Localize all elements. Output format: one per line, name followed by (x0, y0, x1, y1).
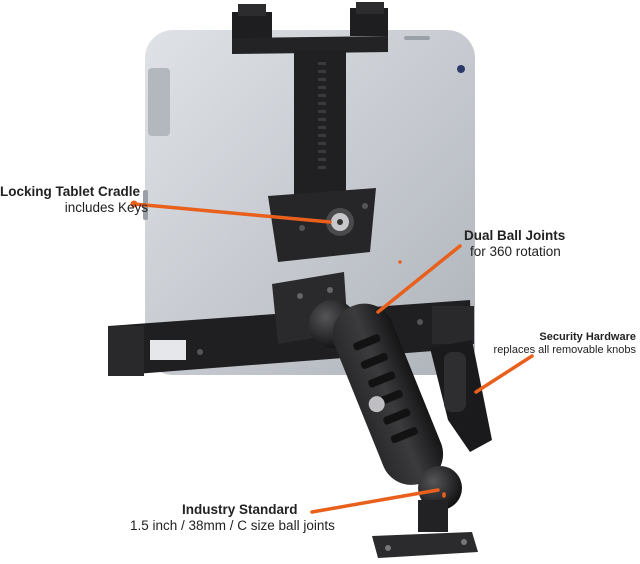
camera-lens (457, 65, 465, 73)
callout-locking-cradle: Locking Tablet Cradle includes Keys (0, 184, 148, 216)
base-mount (372, 500, 478, 558)
cradle-callout-line (132, 202, 332, 224)
lower-ball-joint (418, 466, 462, 510)
lock-housing (268, 188, 376, 262)
standard-callout-line (310, 488, 440, 514)
callout-dual-ball-joints: Dual Ball Joints for 360 rotation (464, 228, 565, 260)
callout-lines (130, 200, 534, 514)
callout-title: Security Hardware (539, 331, 636, 343)
joints-callout-line (376, 244, 462, 314)
callout-security-hardware: Security Hardware replaces all removable… (478, 331, 636, 357)
security-knob (430, 340, 492, 452)
arm (332, 303, 444, 485)
security-callout-line (474, 354, 534, 394)
power-button (404, 36, 430, 40)
speaker-grille (148, 68, 170, 136)
callout-title: Industry Standard (182, 502, 298, 517)
top-clamp (232, 2, 388, 200)
callout-subtitle: includes Keys (64, 200, 148, 216)
callout-title: Locking Tablet Cradle (0, 184, 141, 199)
callout-industry-standard: Industry Standard 1.5 inch / 38mm / C si… (130, 502, 335, 534)
callout-subtitle: replaces all removable knobs (493, 344, 636, 357)
callout-subtitle: 1.5 inch / 38mm / C size ball joints (130, 518, 335, 534)
callout-title: Dual Ball Joints (464, 228, 566, 243)
callout-subtitle: for 360 rotation (470, 244, 561, 260)
cradle-stem (294, 50, 346, 200)
